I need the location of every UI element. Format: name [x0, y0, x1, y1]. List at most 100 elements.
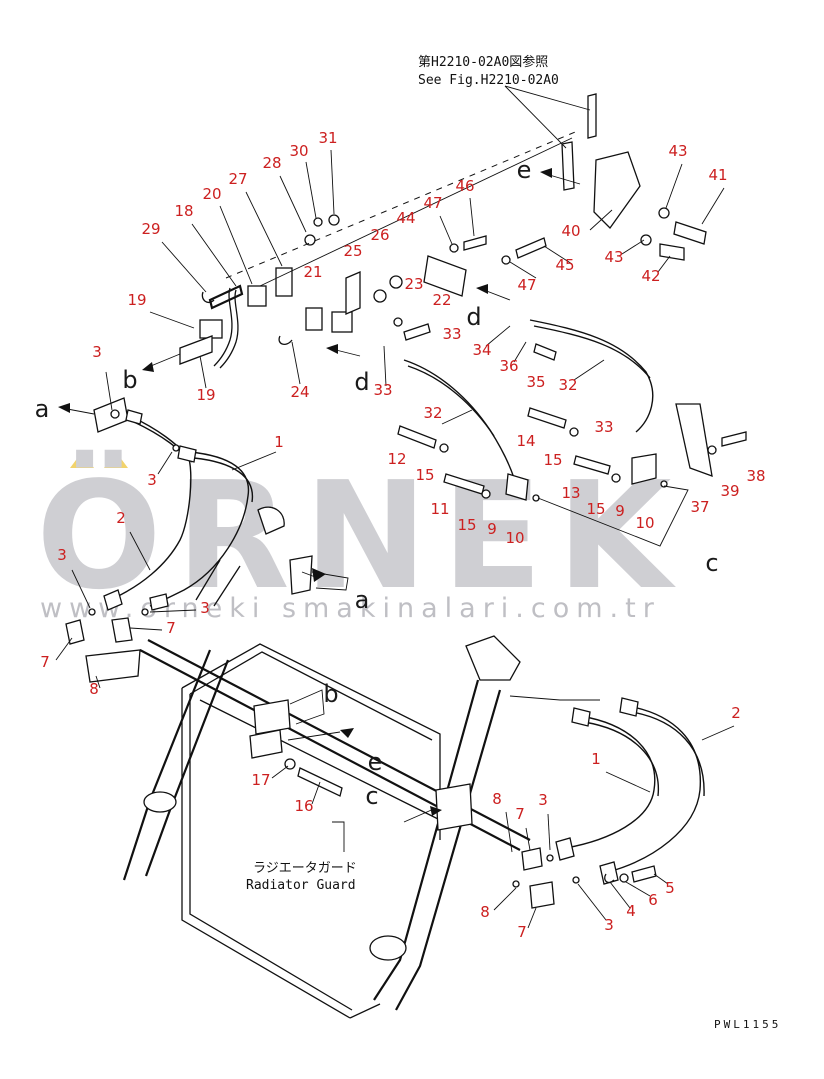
callout-c9b: 9	[487, 520, 497, 538]
bolt-14	[527, 407, 567, 429]
callout-numbers: 3130282720182946474426252123224745404341…	[40, 129, 765, 941]
lead-27	[245, 191, 283, 267]
leader-c-upper	[537, 485, 689, 547]
callout-c47a: 47	[423, 194, 442, 212]
callout-c44: 44	[396, 209, 415, 227]
lead-47a	[439, 215, 453, 245]
lead-8a	[95, 675, 101, 689]
view-letter-le1: e	[517, 156, 532, 184]
clip-20	[247, 285, 267, 307]
callout-c8a: 8	[89, 680, 99, 698]
callout-c22: 22	[432, 291, 451, 309]
lead-1a	[231, 451, 277, 471]
callout-leaders	[55, 149, 735, 929]
callout-c15b: 15	[543, 451, 562, 469]
clamp-19	[199, 319, 223, 339]
callout-c18: 18	[174, 202, 193, 220]
watermark-accent-left	[70, 452, 94, 468]
callout-c25: 25	[343, 242, 362, 260]
lead-4	[609, 881, 631, 909]
block-9-left	[505, 473, 529, 501]
callout-c8c: 8	[480, 903, 490, 921]
arrow-d-head	[326, 344, 338, 354]
lead-45	[543, 245, 573, 265]
hose-32-left-edge	[407, 365, 495, 437]
hose-2	[113, 415, 192, 599]
callout-c19a: 19	[127, 291, 146, 309]
oring-8	[512, 880, 520, 888]
lead-2a	[129, 531, 151, 571]
callout-c19b: 19	[196, 386, 215, 404]
arrow-a-head	[58, 403, 70, 413]
callout-c43b: 43	[604, 248, 623, 266]
callout-c32a: 32	[558, 376, 577, 394]
lead-36	[513, 341, 527, 363]
oring-3-c	[88, 608, 96, 616]
block-b	[253, 699, 291, 735]
callout-c35: 35	[526, 373, 545, 391]
guard-left-edge	[181, 688, 351, 1019]
bolt-41	[673, 221, 707, 245]
callout-c10b: 10	[505, 529, 524, 547]
leader-a-mid	[311, 571, 349, 591]
bracket-mid	[257, 506, 285, 535]
watermark: ÖRNEK www.orneki smakinalari.com.tr	[36, 449, 671, 624]
nut-23	[389, 275, 403, 289]
hose-32-right-edge	[533, 325, 651, 379]
watermark-url: www.orneki smakinalari.com.tr	[40, 593, 661, 624]
bolt-46	[463, 235, 487, 251]
callout-c27: 27	[228, 170, 247, 188]
oring-10-right	[660, 480, 668, 488]
callout-c3e: 3	[538, 791, 548, 809]
guard-top-edge	[181, 643, 441, 840]
guard-label-jp: ラジエータガード	[253, 861, 357, 876]
callout-c6: 6	[648, 891, 658, 909]
oring-3-e	[546, 854, 554, 862]
bolt-45	[515, 237, 547, 259]
lead-3c	[71, 569, 91, 609]
lead-17	[271, 765, 289, 779]
callout-c39: 39	[720, 482, 739, 500]
callout-c7b: 7	[40, 653, 50, 671]
lead-19a	[149, 311, 195, 329]
view-letter-la1: a	[35, 395, 50, 423]
callout-c13: 13	[561, 484, 580, 502]
lead-29	[161, 241, 207, 293]
plate-21	[275, 267, 293, 297]
oring-3-b	[172, 444, 180, 452]
pipe-left-joint	[143, 791, 177, 813]
fitting-1-low-bottom	[555, 837, 575, 861]
direction-arrows	[58, 168, 581, 816]
callout-c2a: 2	[116, 509, 126, 527]
fitting-2-low-top	[619, 697, 639, 717]
callout-c36: 36	[499, 357, 518, 375]
lead-30	[305, 161, 317, 219]
bolt-upper	[403, 323, 431, 341]
leader-e-low	[287, 731, 341, 741]
lead-7c	[525, 827, 531, 851]
nut-28	[304, 234, 316, 246]
callout-c1a: 1	[274, 433, 284, 451]
leader-c-low	[403, 807, 437, 823]
washer-39	[707, 445, 717, 455]
lead-3f	[577, 883, 607, 921]
callout-c33c: 33	[594, 418, 613, 436]
arrow-e2-head	[340, 728, 354, 738]
lead-19b	[199, 355, 207, 389]
callout-c34: 34	[472, 341, 491, 359]
plate-8	[85, 649, 141, 683]
radiator-guard	[122, 559, 531, 1019]
lead-47b	[509, 261, 537, 279]
lead-32b	[441, 409, 473, 425]
lead-20	[219, 205, 253, 285]
callout-c32b: 32	[423, 404, 442, 422]
lead-24	[291, 341, 301, 385]
ref-leader-2	[504, 85, 567, 149]
fitting-2-top	[125, 409, 143, 425]
view-letter-la2: a	[355, 586, 370, 614]
guard-cross-bar	[199, 699, 441, 821]
pipe-left-outer	[122, 649, 212, 881]
washer-6	[619, 873, 629, 883]
callout-c38: 38	[746, 467, 765, 485]
